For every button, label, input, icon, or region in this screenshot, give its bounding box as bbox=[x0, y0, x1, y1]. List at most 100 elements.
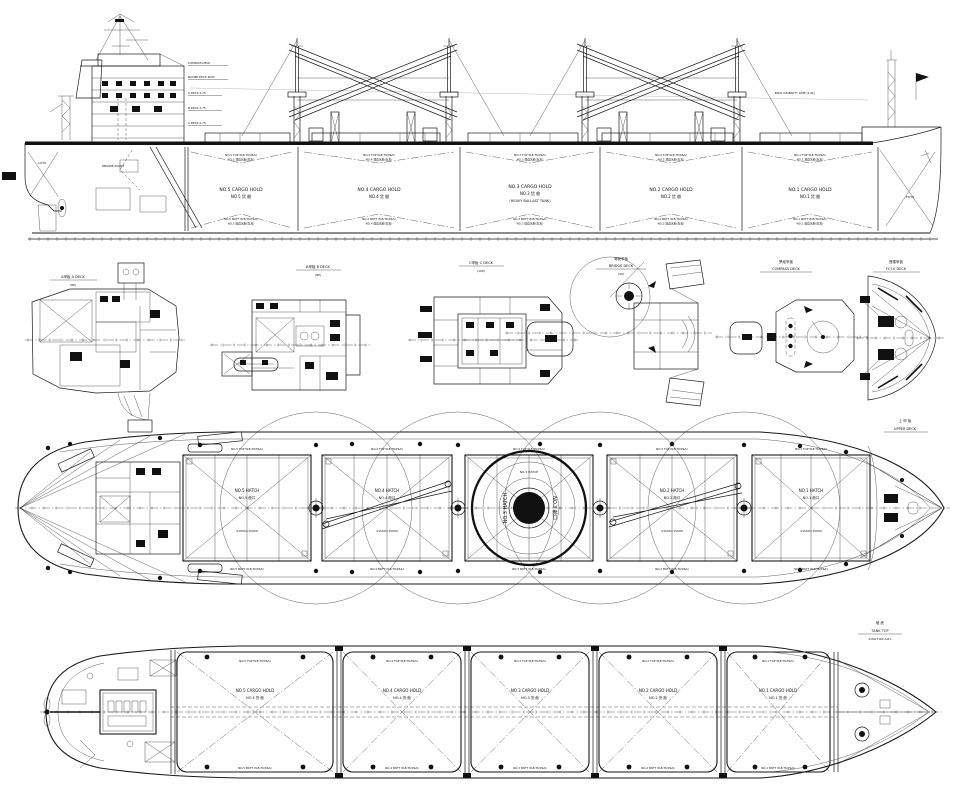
svg-text:NO.5 底边水舱(左右): NO.5 底边水舱(左右) bbox=[228, 222, 255, 226]
svg-text:NO.5 货 舱: NO.5 货 舱 bbox=[246, 695, 264, 700]
deck-plan-compass: 罗经甲板 COMPASS DECK bbox=[715, 259, 868, 373]
svg-text:NO.3 BOTT W.B.TK(P&S): NO.3 BOTT W.B.TK(P&S) bbox=[512, 567, 546, 571]
hatch-coamings bbox=[204, 132, 863, 144]
wing-tank-lines bbox=[190, 151, 873, 229]
svg-text:NO.5 顶边水舱(左右): NO.5 顶边水舱(左右) bbox=[228, 158, 255, 162]
svg-text:C DECK 2.75: C DECK 2.75 bbox=[188, 91, 206, 95]
upper-deck-plan: 上 甲 板 UPPER DECK NO.5 HATCH NO.5 舱口 2150… bbox=[15, 411, 950, 605]
svg-text:NO.3 CARGO HOLD: NO.3 CARGO HOLD bbox=[508, 184, 552, 190]
svg-text:罗经甲板: 罗经甲板 bbox=[779, 259, 793, 264]
svg-text:21500×15000: 21500×15000 bbox=[800, 529, 822, 533]
svg-text:NO.1 TOP W.B.TK(P&S): NO.1 TOP W.B.TK(P&S) bbox=[794, 153, 826, 157]
svg-text:21500×15000: 21500×15000 bbox=[236, 529, 258, 533]
svg-text:NO.2 BOTT W.B.TK(P&S): NO.2 BOTT W.B.TK(P&S) bbox=[655, 567, 689, 571]
svg-text:NO.4 BOTT W.B.TK(P&S): NO.4 BOTT W.B.TK(P&S) bbox=[385, 766, 419, 770]
duct-keel bbox=[170, 706, 838, 718]
svg-text:A甲板 A DECK: A甲板 A DECK bbox=[61, 274, 85, 279]
profile-view: BOW VISIBILITY LINE (2.0L) ENGINE ROOM A… bbox=[2, 13, 942, 241]
svg-text:NO.3 BOTT W.B.TK(P&S): NO.3 BOTT W.B.TK(P&S) bbox=[513, 217, 547, 221]
svg-text:NO.2 CARGO HOLD: NO.2 CARGO HOLD bbox=[649, 187, 693, 193]
svg-text:NO.3 HATCH: NO.3 HATCH bbox=[520, 470, 538, 474]
deck-plan-b: B甲板 B DECK (8P) bbox=[210, 264, 370, 391]
tank-hold-no4: NO.4 CARGO HOLD NO.4 货 舱 NO.4 TOP W.B.TK… bbox=[342, 651, 462, 773]
crane-gantry-aft bbox=[241, 38, 505, 144]
tank-top-label-cn: 舱 底 bbox=[876, 620, 885, 625]
svg-text:NO.4 底边水舱(左右): NO.4 底边水舱(左右) bbox=[366, 222, 393, 226]
svg-text:NO.5 BOTT W.B.TK(P&S): NO.5 BOTT W.B.TK(P&S) bbox=[224, 217, 258, 221]
engine-room: ENGINE ROOM bbox=[95, 98, 203, 229]
svg-text:NO.4 TOP W.B.TK(P&S): NO.4 TOP W.B.TK(P&S) bbox=[363, 153, 395, 157]
svg-text:NO.3 CARGO HOLD: NO.3 CARGO HOLD bbox=[511, 688, 549, 693]
deck-band bbox=[25, 141, 873, 145]
svg-text:NO.3 HATCH: NO.3 HATCH bbox=[503, 492, 509, 523]
center-disc bbox=[513, 492, 545, 524]
svg-text:NO.4 BOTT W.B.TK(P&S): NO.4 BOTT W.B.TK(P&S) bbox=[370, 567, 404, 571]
svg-text:NO.2 CARGO HOLD: NO.2 CARGO HOLD bbox=[639, 688, 677, 693]
svg-text:NO.5 TOP W.B.TK(P&S): NO.5 TOP W.B.TK(P&S) bbox=[239, 659, 271, 663]
svg-text:NO.5 CARGO HOLD: NO.5 CARGO HOLD bbox=[236, 688, 274, 693]
svg-text:NO.5 CARGO HOLD: NO.5 CARGO HOLD bbox=[219, 187, 263, 193]
svg-text:NO.4 BOTT W.B.TK(P&S): NO.4 BOTT W.B.TK(P&S) bbox=[362, 217, 396, 221]
deck-level-labels: COMPASS DECK NAV.BR.DECK 4000 C DECK 2.7… bbox=[188, 61, 228, 126]
svg-text:NO.4 TOP W.B.TK(P&S): NO.4 TOP W.B.TK(P&S) bbox=[386, 659, 418, 663]
tank-hold-no2: NO.2 CARGO HOLD NO.2 货 舱 NO.2 TOP W.B.TK… bbox=[598, 651, 718, 773]
svg-text:COMPASS DECK: COMPASS DECK bbox=[772, 267, 800, 271]
svg-text:NO.3 顶边水舱(左右): NO.3 顶边水舱(左右) bbox=[517, 158, 544, 162]
deck-plan-c: C甲板 C DECK (10P) bbox=[408, 260, 578, 385]
svg-text:NO.5 TOP W.B.TK(P&S): NO.5 TOP W.B.TK(P&S) bbox=[231, 447, 263, 451]
svg-text:NO.1 CARGO HOLD: NO.1 CARGO HOLD bbox=[759, 688, 797, 693]
svg-text:NO.4 货 舱: NO.4 货 舱 bbox=[393, 695, 411, 700]
svg-text:21500×15000: 21500×15000 bbox=[376, 529, 398, 533]
bridge-house bbox=[633, 302, 699, 370]
main-mast bbox=[95, 13, 149, 61]
svg-text:COMPASS DECK: COMPASS DECK bbox=[188, 61, 210, 65]
svg-text:NO.2 顶边水舱(左右): NO.2 顶边水舱(左右) bbox=[658, 158, 685, 162]
svg-text:NO.1 顶边水舱(左右): NO.1 顶边水舱(左右) bbox=[797, 158, 824, 162]
frame-ticks bbox=[29, 237, 931, 241]
svg-text:NO.4 TOP W.B.TK(P&S): NO.4 TOP W.B.TK(P&S) bbox=[371, 447, 403, 451]
tank-top-label-en: TANK TOP bbox=[870, 629, 888, 633]
tanktop-dots bbox=[204, 654, 808, 770]
svg-text:C甲板 C DECK: C甲板 C DECK bbox=[469, 260, 493, 265]
tank-top-plan: 舱 底 TANK TOP 2160/7160 A.B.L NO.5 CARGO … bbox=[40, 620, 942, 779]
svg-text:NO.4 顶边水舱(左右): NO.4 顶边水舱(左右) bbox=[366, 158, 393, 162]
upper-deck-label-cn: 上 甲 板 bbox=[899, 418, 912, 423]
svg-text:FC'LE DECK: FC'LE DECK bbox=[886, 267, 907, 271]
svg-text:NO.5 舱口: NO.5 舱口 bbox=[239, 495, 256, 500]
svg-text:NO.2 舱口: NO.2 舱口 bbox=[664, 495, 681, 500]
stair-arrows bbox=[648, 281, 656, 353]
tank-hold-no1: NO.1 CARGO HOLD NO.1 货 舱 NO.1 TOP W.B.TK… bbox=[726, 651, 831, 773]
svg-text:NO.3 舱口: NO.3 舱口 bbox=[551, 496, 558, 520]
fp-tank-label: F.P.TK bbox=[906, 195, 915, 199]
engine-room-label: ENGINE ROOM bbox=[102, 164, 124, 168]
svg-text:NO.2 BOTT W.B.TK(P&S): NO.2 BOTT W.B.TK(P&S) bbox=[654, 217, 688, 221]
wheelhouse bbox=[97, 53, 161, 67]
tanktop-forepeak bbox=[837, 659, 931, 765]
svg-text:NO.2 TOP W.B.TK(P&S): NO.2 TOP W.B.TK(P&S) bbox=[655, 153, 687, 157]
svg-text:NO.3 TOP W.B.TK(P&S): NO.3 TOP W.B.TK(P&S) bbox=[514, 659, 546, 663]
hold-labels: NO.5 TOP W.B.TK(P&S)NO.5 顶边水舱(左右) NO.5 C… bbox=[219, 153, 832, 226]
deck-plan-a: A甲板 A DECK (8P) bbox=[25, 262, 186, 433]
svg-text:NO.5 TOP W.B.TK(P&S): NO.5 TOP W.B.TK(P&S) bbox=[225, 153, 257, 157]
upper-deck-tank-labels: NO.5 TOP W.B.TK(P&S) NO.5 BOTT W.B.TK(P&S… bbox=[230, 447, 828, 571]
bow-deck bbox=[859, 445, 943, 571]
svg-text:NO.2 货 舱: NO.2 货 舱 bbox=[649, 695, 667, 700]
windows bbox=[102, 81, 176, 112]
svg-text:NO.2 HATCH: NO.2 HATCH bbox=[660, 488, 685, 493]
svg-text:NO.1 BOTT W.B.TK(P&S): NO.1 BOTT W.B.TK(P&S) bbox=[794, 567, 828, 571]
svg-text:21500×15000: 21500×15000 bbox=[661, 529, 683, 533]
svg-text:NO.1 BOTT W.B.TK(P&S): NO.1 BOTT W.B.TK(P&S) bbox=[761, 766, 795, 770]
superstructure bbox=[49, 13, 185, 144]
aft-davit bbox=[49, 95, 74, 140]
compass-deckhouse bbox=[775, 299, 855, 373]
tanktop-engine-room bbox=[43, 659, 177, 769]
svg-text:NO.5 BOTT W.B.TK(P&S): NO.5 BOTT W.B.TK(P&S) bbox=[230, 567, 264, 571]
crane-gantry-fwd bbox=[529, 38, 793, 144]
svg-text:NO.1 BOTT W.B.TK(P&S): NO.1 BOTT W.B.TK(P&S) bbox=[793, 217, 827, 221]
svg-text:BRIDGE DECK: BRIDGE DECK bbox=[609, 264, 634, 268]
svg-text:NO.3 底边水舱(左右): NO.3 底边水舱(左右) bbox=[517, 222, 544, 226]
svg-text:NO.5 货 舱: NO.5 货 舱 bbox=[231, 193, 251, 199]
svg-text:NO.2 BOTT W.B.TK(P&S): NO.2 BOTT W.B.TK(P&S) bbox=[641, 766, 675, 770]
svg-text:(HEAVY BALLAST TANK): (HEAVY BALLAST TANK) bbox=[509, 199, 551, 203]
